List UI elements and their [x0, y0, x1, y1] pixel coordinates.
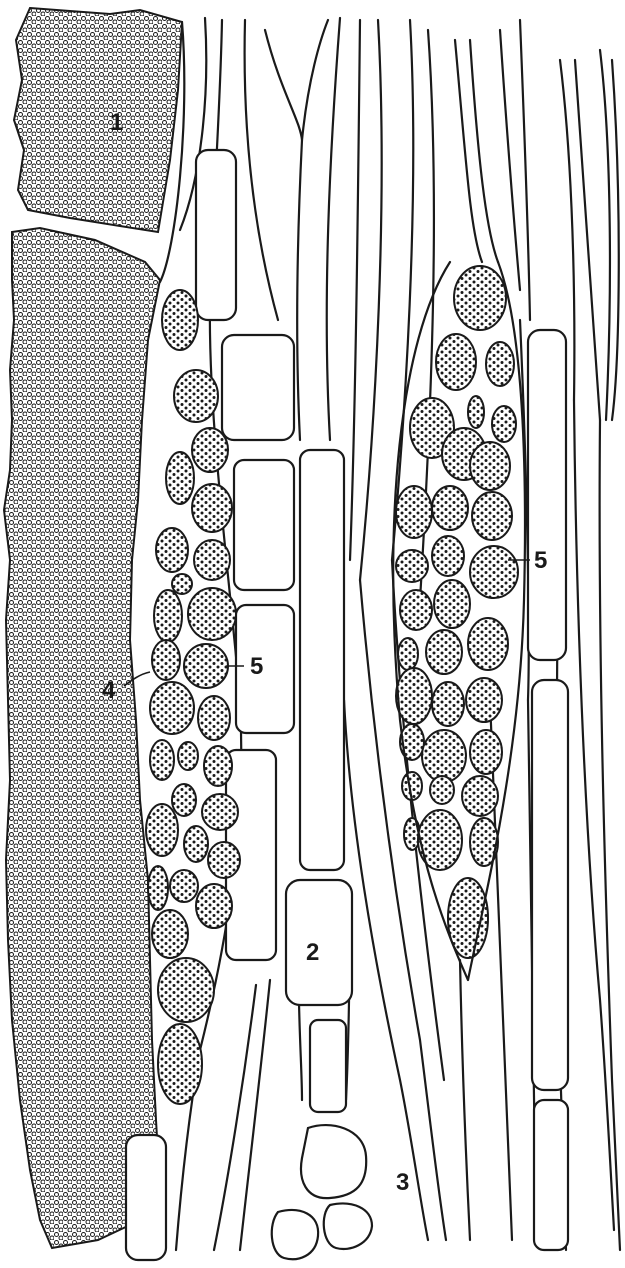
label-5-left: 5 [250, 653, 263, 680]
label-2: 2 [306, 939, 319, 966]
label-5-right: 5 [534, 547, 547, 574]
label-4: 4 [102, 677, 116, 704]
label-3: 3 [396, 1169, 409, 1196]
dotted-cells-right [393, 262, 525, 980]
label-1: 1 [110, 109, 123, 136]
